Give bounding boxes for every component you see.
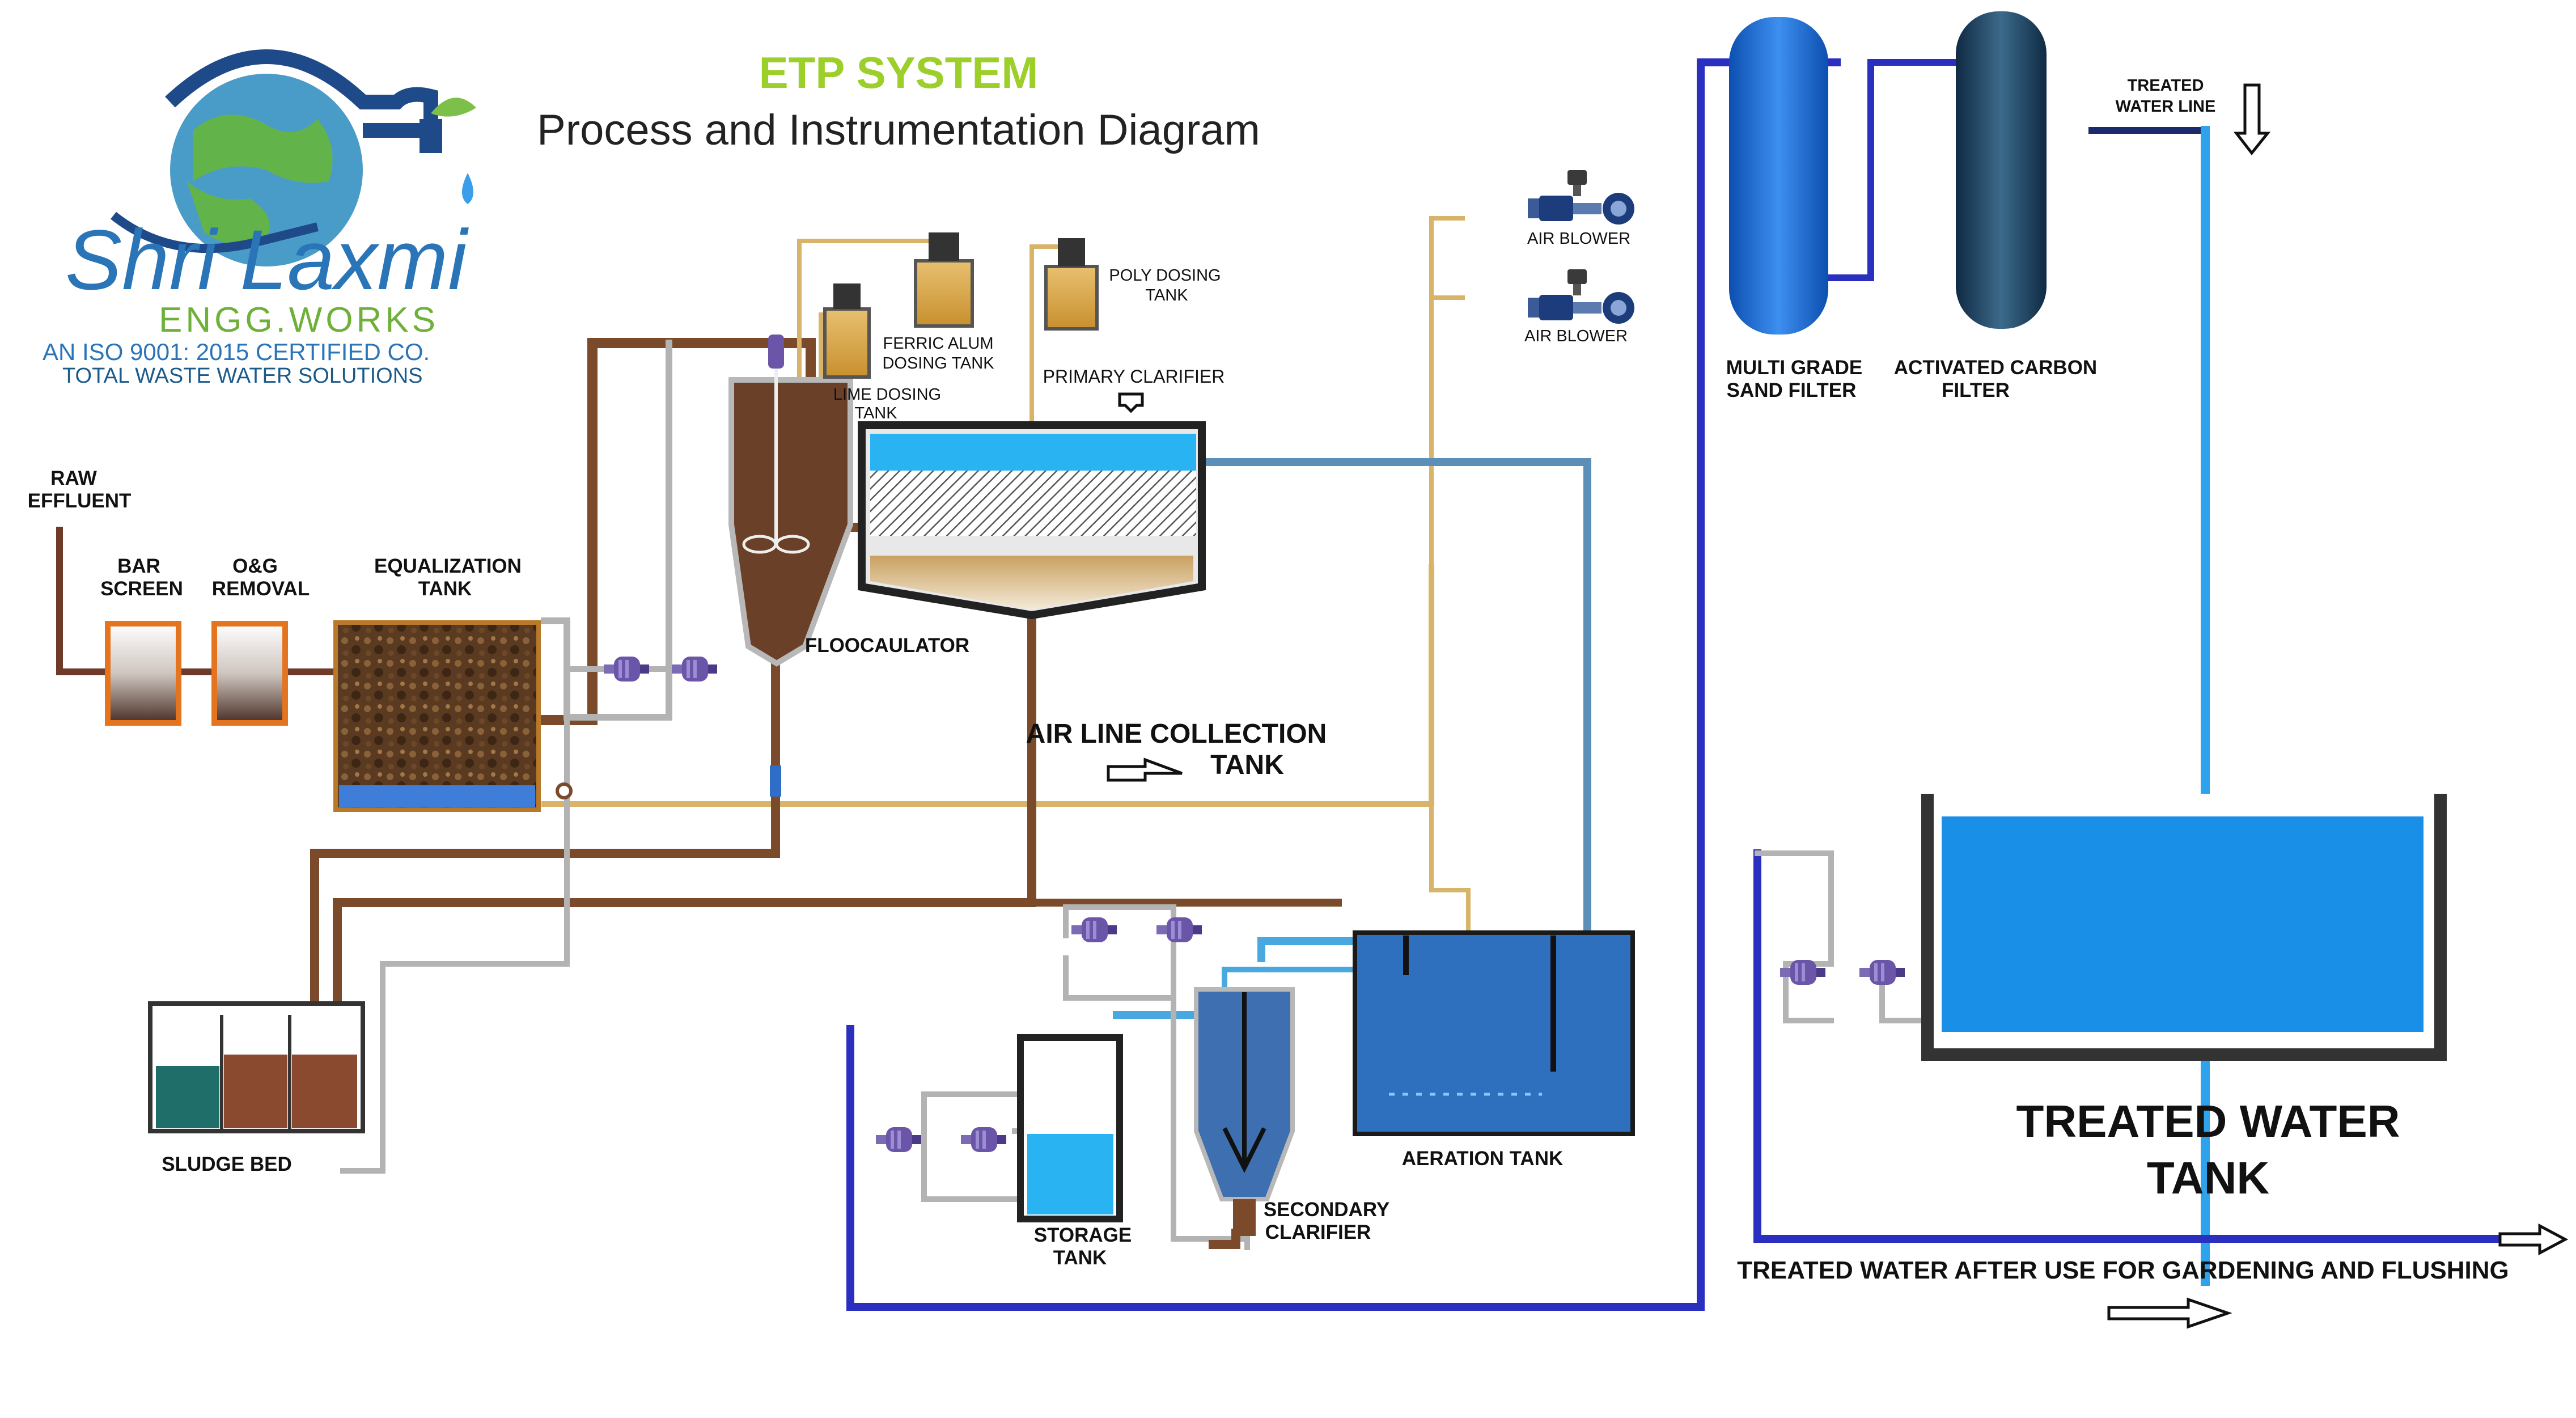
label-lime-1: LIME DOSING xyxy=(833,386,941,404)
poly-dosing-tank xyxy=(1044,238,1099,331)
pump-icon xyxy=(604,657,649,682)
label-airline-2: TANK xyxy=(1210,750,1284,780)
flocculator-tank xyxy=(728,335,853,797)
label-aeration: AERATION TANK xyxy=(1402,1148,1564,1170)
label-og-2: REMOVAL xyxy=(212,578,310,600)
arrow-icon xyxy=(1107,83,2569,1329)
label-tw-tank-1: TREATED WATER xyxy=(2016,1096,2400,1146)
lime-dosing-tank xyxy=(823,283,871,379)
page-title: ETP SYSTEM xyxy=(759,48,1039,98)
primary-clarifier-tank xyxy=(858,421,1206,620)
pump-icon xyxy=(1859,960,1905,985)
og-removal-box xyxy=(211,621,288,726)
equalization-tank xyxy=(333,620,573,812)
label-air-blower-1: AIR BLOWER xyxy=(1527,230,1630,248)
label-treated-line-2: WATER LINE xyxy=(2116,98,2216,116)
label-ferric-2: DOSING TANK xyxy=(882,354,994,373)
ferric-alum-dosing-tank xyxy=(914,232,974,328)
label-tw-tank-2: TANK xyxy=(2147,1153,2269,1203)
label-poly-1: POLY DOSING xyxy=(1109,266,1221,285)
pipe-network xyxy=(56,58,2555,1311)
globe-tap-logo-icon xyxy=(111,49,476,266)
label-storage-2: TANK xyxy=(1053,1247,1107,1269)
label-treated-line-1: TREATED xyxy=(2128,77,2204,95)
pump-icon xyxy=(961,1127,1006,1152)
label-airline-1: AIR LINE COLLECTION xyxy=(1026,719,1327,749)
label-raw-effluent-2: EFFLUENT xyxy=(28,490,132,512)
label-secondary-1: SECONDARY xyxy=(1264,1199,1389,1221)
label-og-1: O&G xyxy=(232,555,278,577)
label-storage-1: STORAGE xyxy=(1034,1224,1132,1246)
page-subtitle: Process and Instrumentation Diagram xyxy=(537,106,1260,154)
pump-icon xyxy=(1156,917,1202,942)
label-acf-2: FILTER xyxy=(1942,379,2010,401)
label-bar-screen-1: BAR xyxy=(117,555,160,577)
air-blower-icon xyxy=(1528,170,1634,225)
logo-tagline: TOTAL WASTE WATER SOLUTIONS xyxy=(62,364,423,388)
multi-grade-sand-filter xyxy=(1729,17,1828,335)
pump-icon xyxy=(876,1127,921,1152)
company-logo: Shri Laxmi ENGG.WORKS AN ISO 9001: 2015 … xyxy=(43,49,476,388)
label-eq-1: EQUALIZATION xyxy=(374,555,522,577)
label-secondary-2: CLARIFIER xyxy=(1265,1221,1371,1243)
label-air-blower-2: AIR BLOWER xyxy=(1524,327,1628,345)
activated-carbon-filter xyxy=(1956,11,2047,329)
label-primary-clarifier: PRIMARY CLARIFIER xyxy=(1043,366,1225,387)
label-bar-screen-2: SCREEN xyxy=(100,578,183,600)
logo-firm: ENGG.WORKS xyxy=(159,300,439,340)
label-flocculator: FLOOCAULATOR xyxy=(805,634,969,657)
label-reuse: TREATED WATER AFTER USE FOR GARDENING AN… xyxy=(1737,1256,2509,1284)
label-msf-1: MULTI GRADE xyxy=(1726,357,1862,379)
secondary-clarifier-tank xyxy=(1194,987,1295,1236)
label-poly-2: TANK xyxy=(1145,286,1188,304)
bar-screen-box xyxy=(105,621,181,726)
label-msf-2: SAND FILTER xyxy=(1727,379,1857,401)
label-eq-2: TANK xyxy=(418,578,472,600)
sludge-bed xyxy=(148,1001,365,1133)
air-blower-icon xyxy=(1528,269,1634,324)
label-acf-1: ACTIVATED CARBON xyxy=(1894,357,2097,379)
label-raw-effluent-1: RAW xyxy=(50,467,97,489)
label-sludge-bed: SLUDGE BED xyxy=(162,1153,291,1175)
aeration-tank xyxy=(1353,930,1635,1136)
logo-cert: AN ISO 9001: 2015 CERTIFIED CO. xyxy=(43,338,430,365)
pump-icon xyxy=(672,657,717,682)
label-lime-2: TANK xyxy=(854,404,897,422)
storage-tank xyxy=(1017,1034,1123,1222)
logo-name: Shri Laxmi xyxy=(65,212,469,307)
label-ferric-1: FERRIC ALUM xyxy=(883,335,994,353)
pump-icon xyxy=(1071,917,1117,942)
treated-water-tank xyxy=(1921,794,2447,1061)
